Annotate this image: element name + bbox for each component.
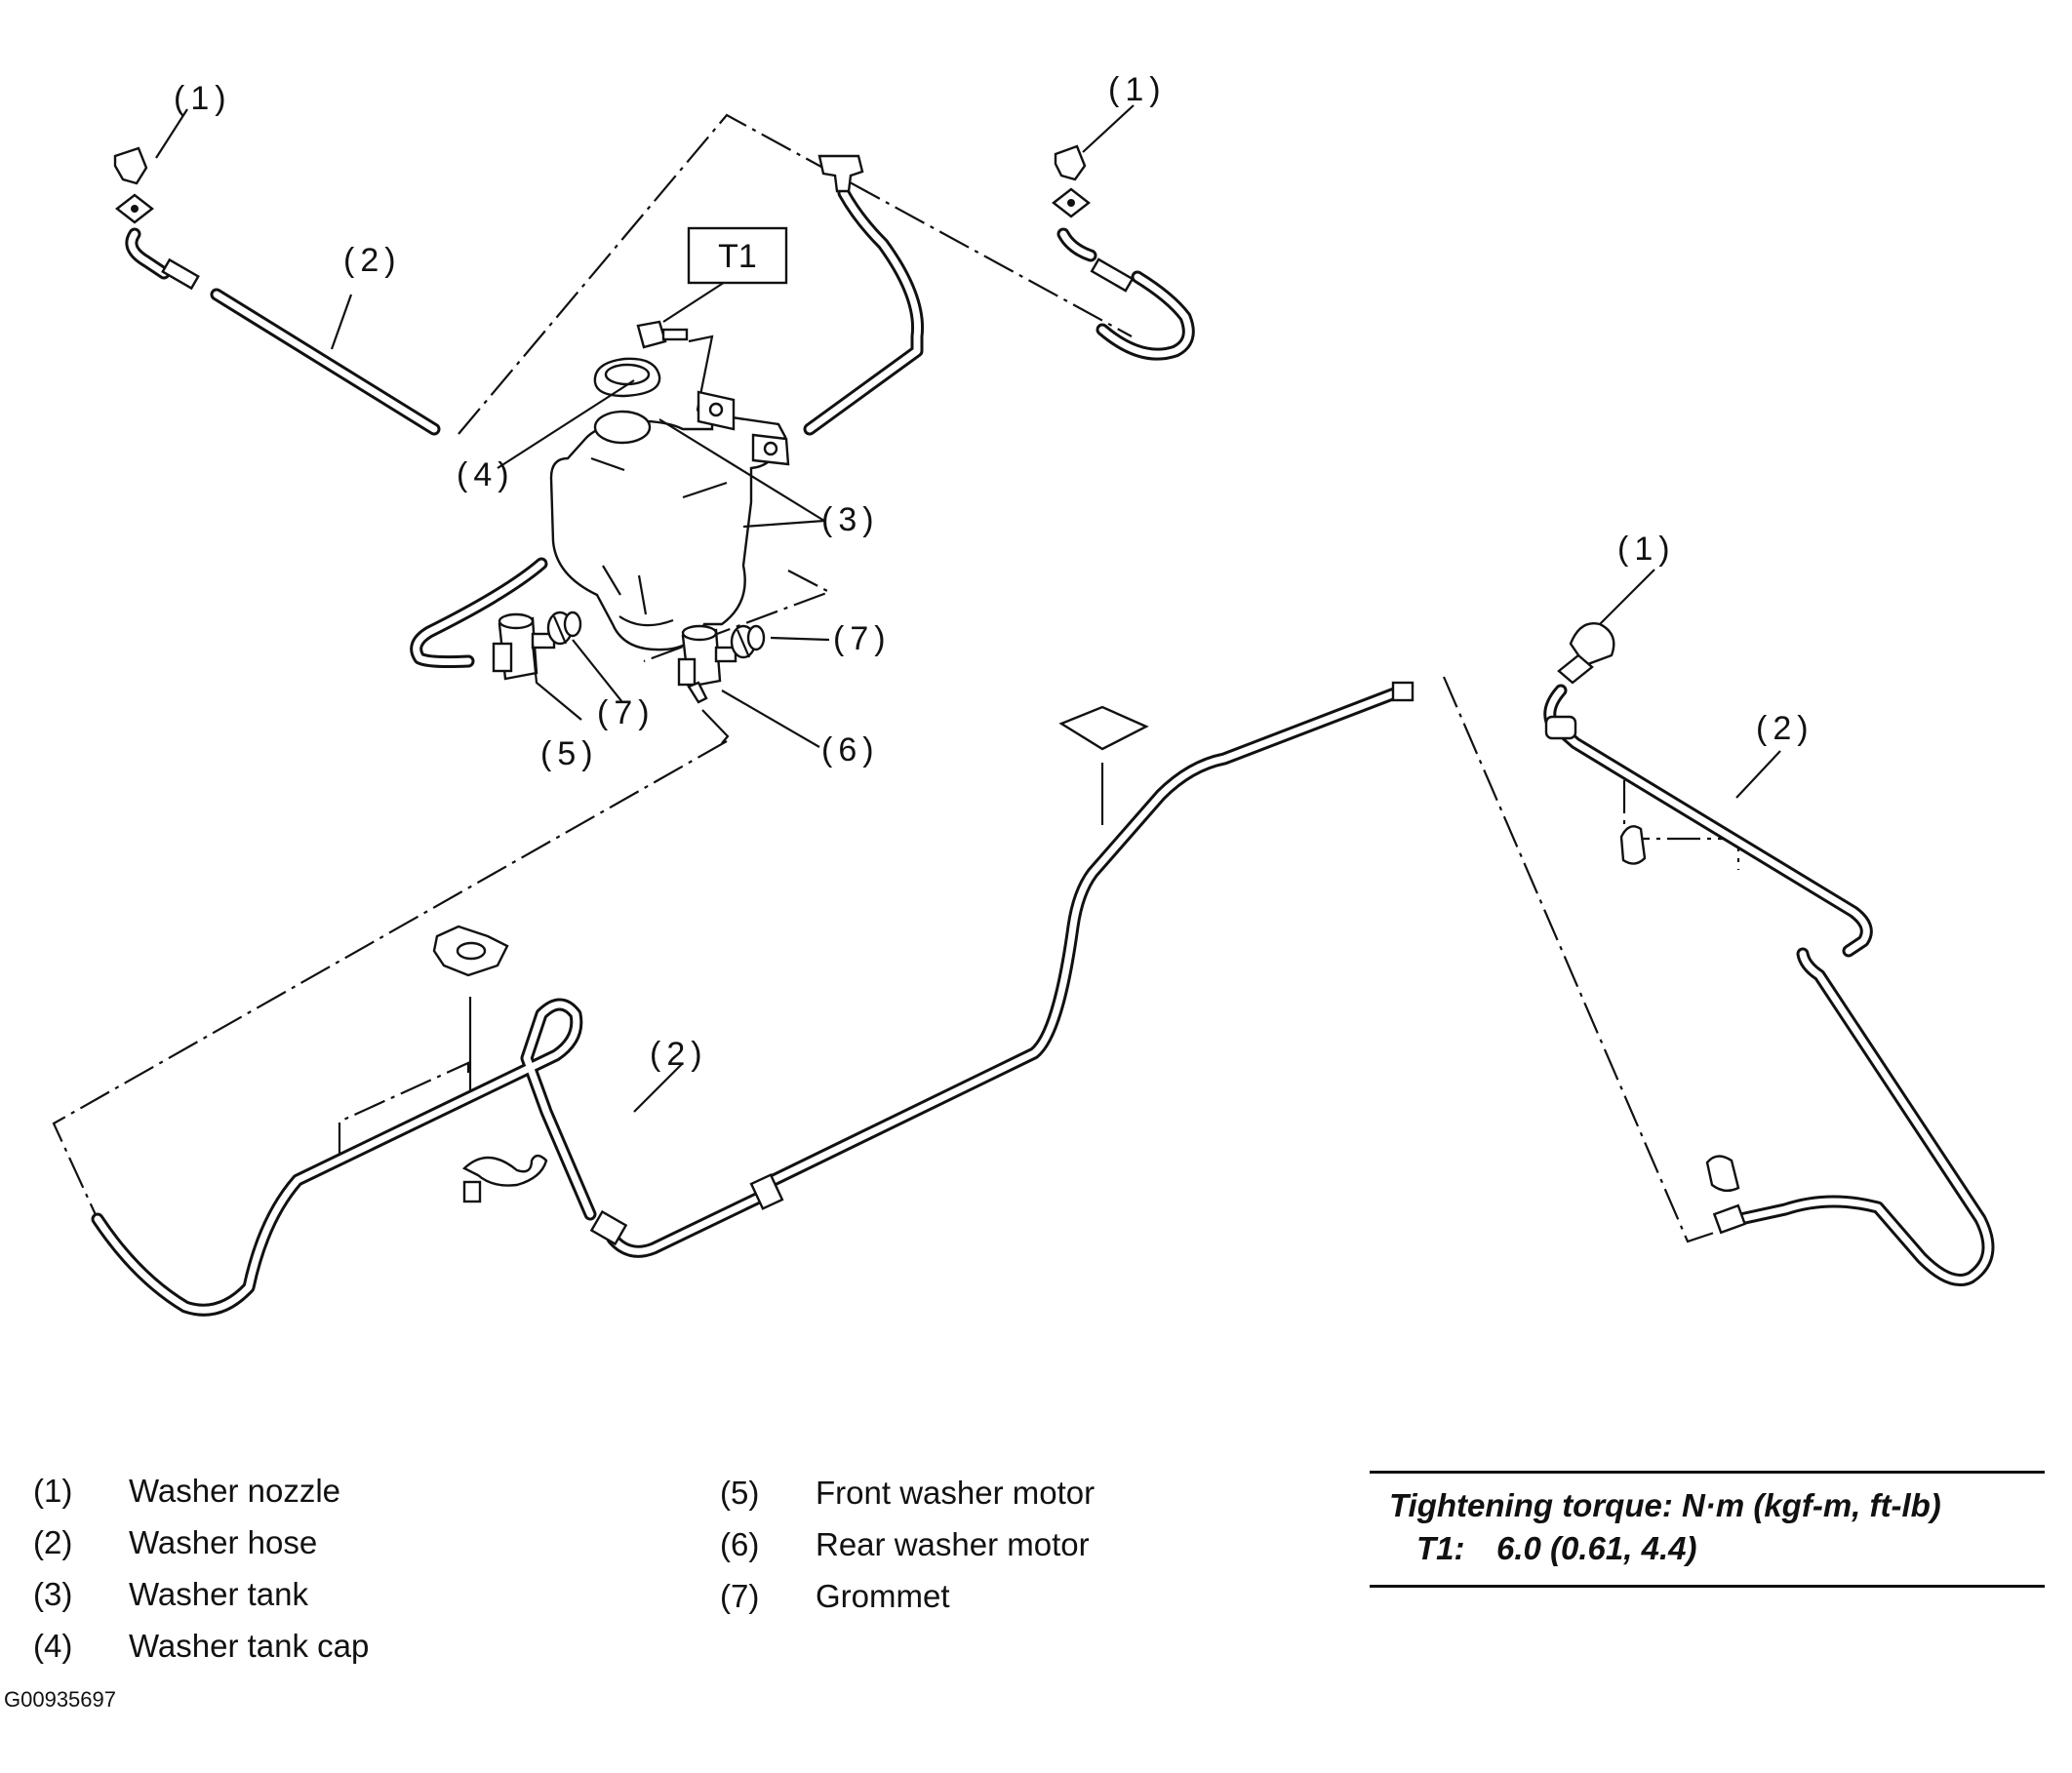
- callout-labels: (1) (1) (1) (2) (2) (2) (3) (4) (5) (6) …: [174, 71, 1814, 1073]
- legend-number: (7): [720, 1578, 760, 1614]
- hose-clips: [432, 705, 1740, 1203]
- washer-nozzle-rear: [1557, 622, 1615, 685]
- torque-value: 6.0 (0.61, 4.4): [1496, 1530, 1697, 1566]
- legend-number: (1): [33, 1473, 73, 1509]
- legend-number: (2): [33, 1524, 73, 1560]
- callout-hose-rear: (2): [1756, 710, 1814, 747]
- legend-number: (6): [720, 1526, 760, 1562]
- washer-tank: [549, 390, 790, 651]
- callout-grommet-rear: (7): [833, 620, 892, 657]
- washer-nozzle-front-left: [113, 146, 154, 224]
- torque-tag-label: T1: [718, 238, 757, 275]
- washer-tank-cap: [593, 357, 661, 398]
- callout-grommet-front: (7): [597, 694, 656, 731]
- grommet-rear: [730, 624, 766, 659]
- callout-rear-motor: (6): [821, 731, 880, 768]
- callout-front-motor: (5): [540, 735, 599, 772]
- legend-label: Rear washer motor: [816, 1526, 1090, 1562]
- callout-hose-bottom: (2): [650, 1036, 708, 1073]
- torque-value-row: T1: 6.0 (0.61, 4.4): [1416, 1530, 1696, 1567]
- legend-number: (5): [720, 1475, 760, 1511]
- callout-hose-front: (2): [343, 242, 402, 279]
- rear-washer-motor: [677, 624, 737, 704]
- legend-label: Washer nozzle: [129, 1473, 341, 1509]
- legend-label: Washer tank cap: [129, 1628, 370, 1664]
- legend-label: Washer tank: [129, 1576, 309, 1612]
- washer-hose-cores: [94, 189, 1992, 1314]
- callout-nozzle-rear: (1): [1617, 531, 1676, 568]
- callout-tank: (3): [821, 501, 880, 538]
- hose-joints: [161, 257, 1747, 1246]
- tank-bolt: [636, 320, 689, 349]
- washer-nozzle-front-right: [1052, 144, 1091, 218]
- legend-label: Washer hose: [129, 1524, 318, 1560]
- torque-spec-box: Tightening torque: N·m (kgf-m, ft-lb) T1…: [1370, 1471, 2045, 1588]
- legend-number: (3): [33, 1576, 73, 1612]
- grommet-front: [546, 611, 582, 646]
- legend-label: Front washer motor: [816, 1475, 1096, 1511]
- callout-nozzle-front-right: (1): [1108, 71, 1167, 108]
- callout-nozzle-front-left: (1): [174, 80, 232, 117]
- legend-number: (4): [33, 1628, 73, 1664]
- legend-label: Grommet: [816, 1578, 950, 1614]
- torque-tag-t1: T1: [687, 226, 788, 285]
- routing-lines: [52, 113, 1747, 1243]
- leader-lines: [155, 104, 1781, 1113]
- figure-id: G00935697: [4, 1687, 116, 1712]
- torque-title: Tightening torque: N·m (kgf-m, ft-lb): [1389, 1487, 1941, 1523]
- callout-tank-cap: (4): [457, 456, 515, 493]
- hose-tee-joint: [817, 154, 864, 193]
- front-washer-motor: [492, 612, 556, 681]
- torque-key: T1:: [1416, 1530, 1465, 1566]
